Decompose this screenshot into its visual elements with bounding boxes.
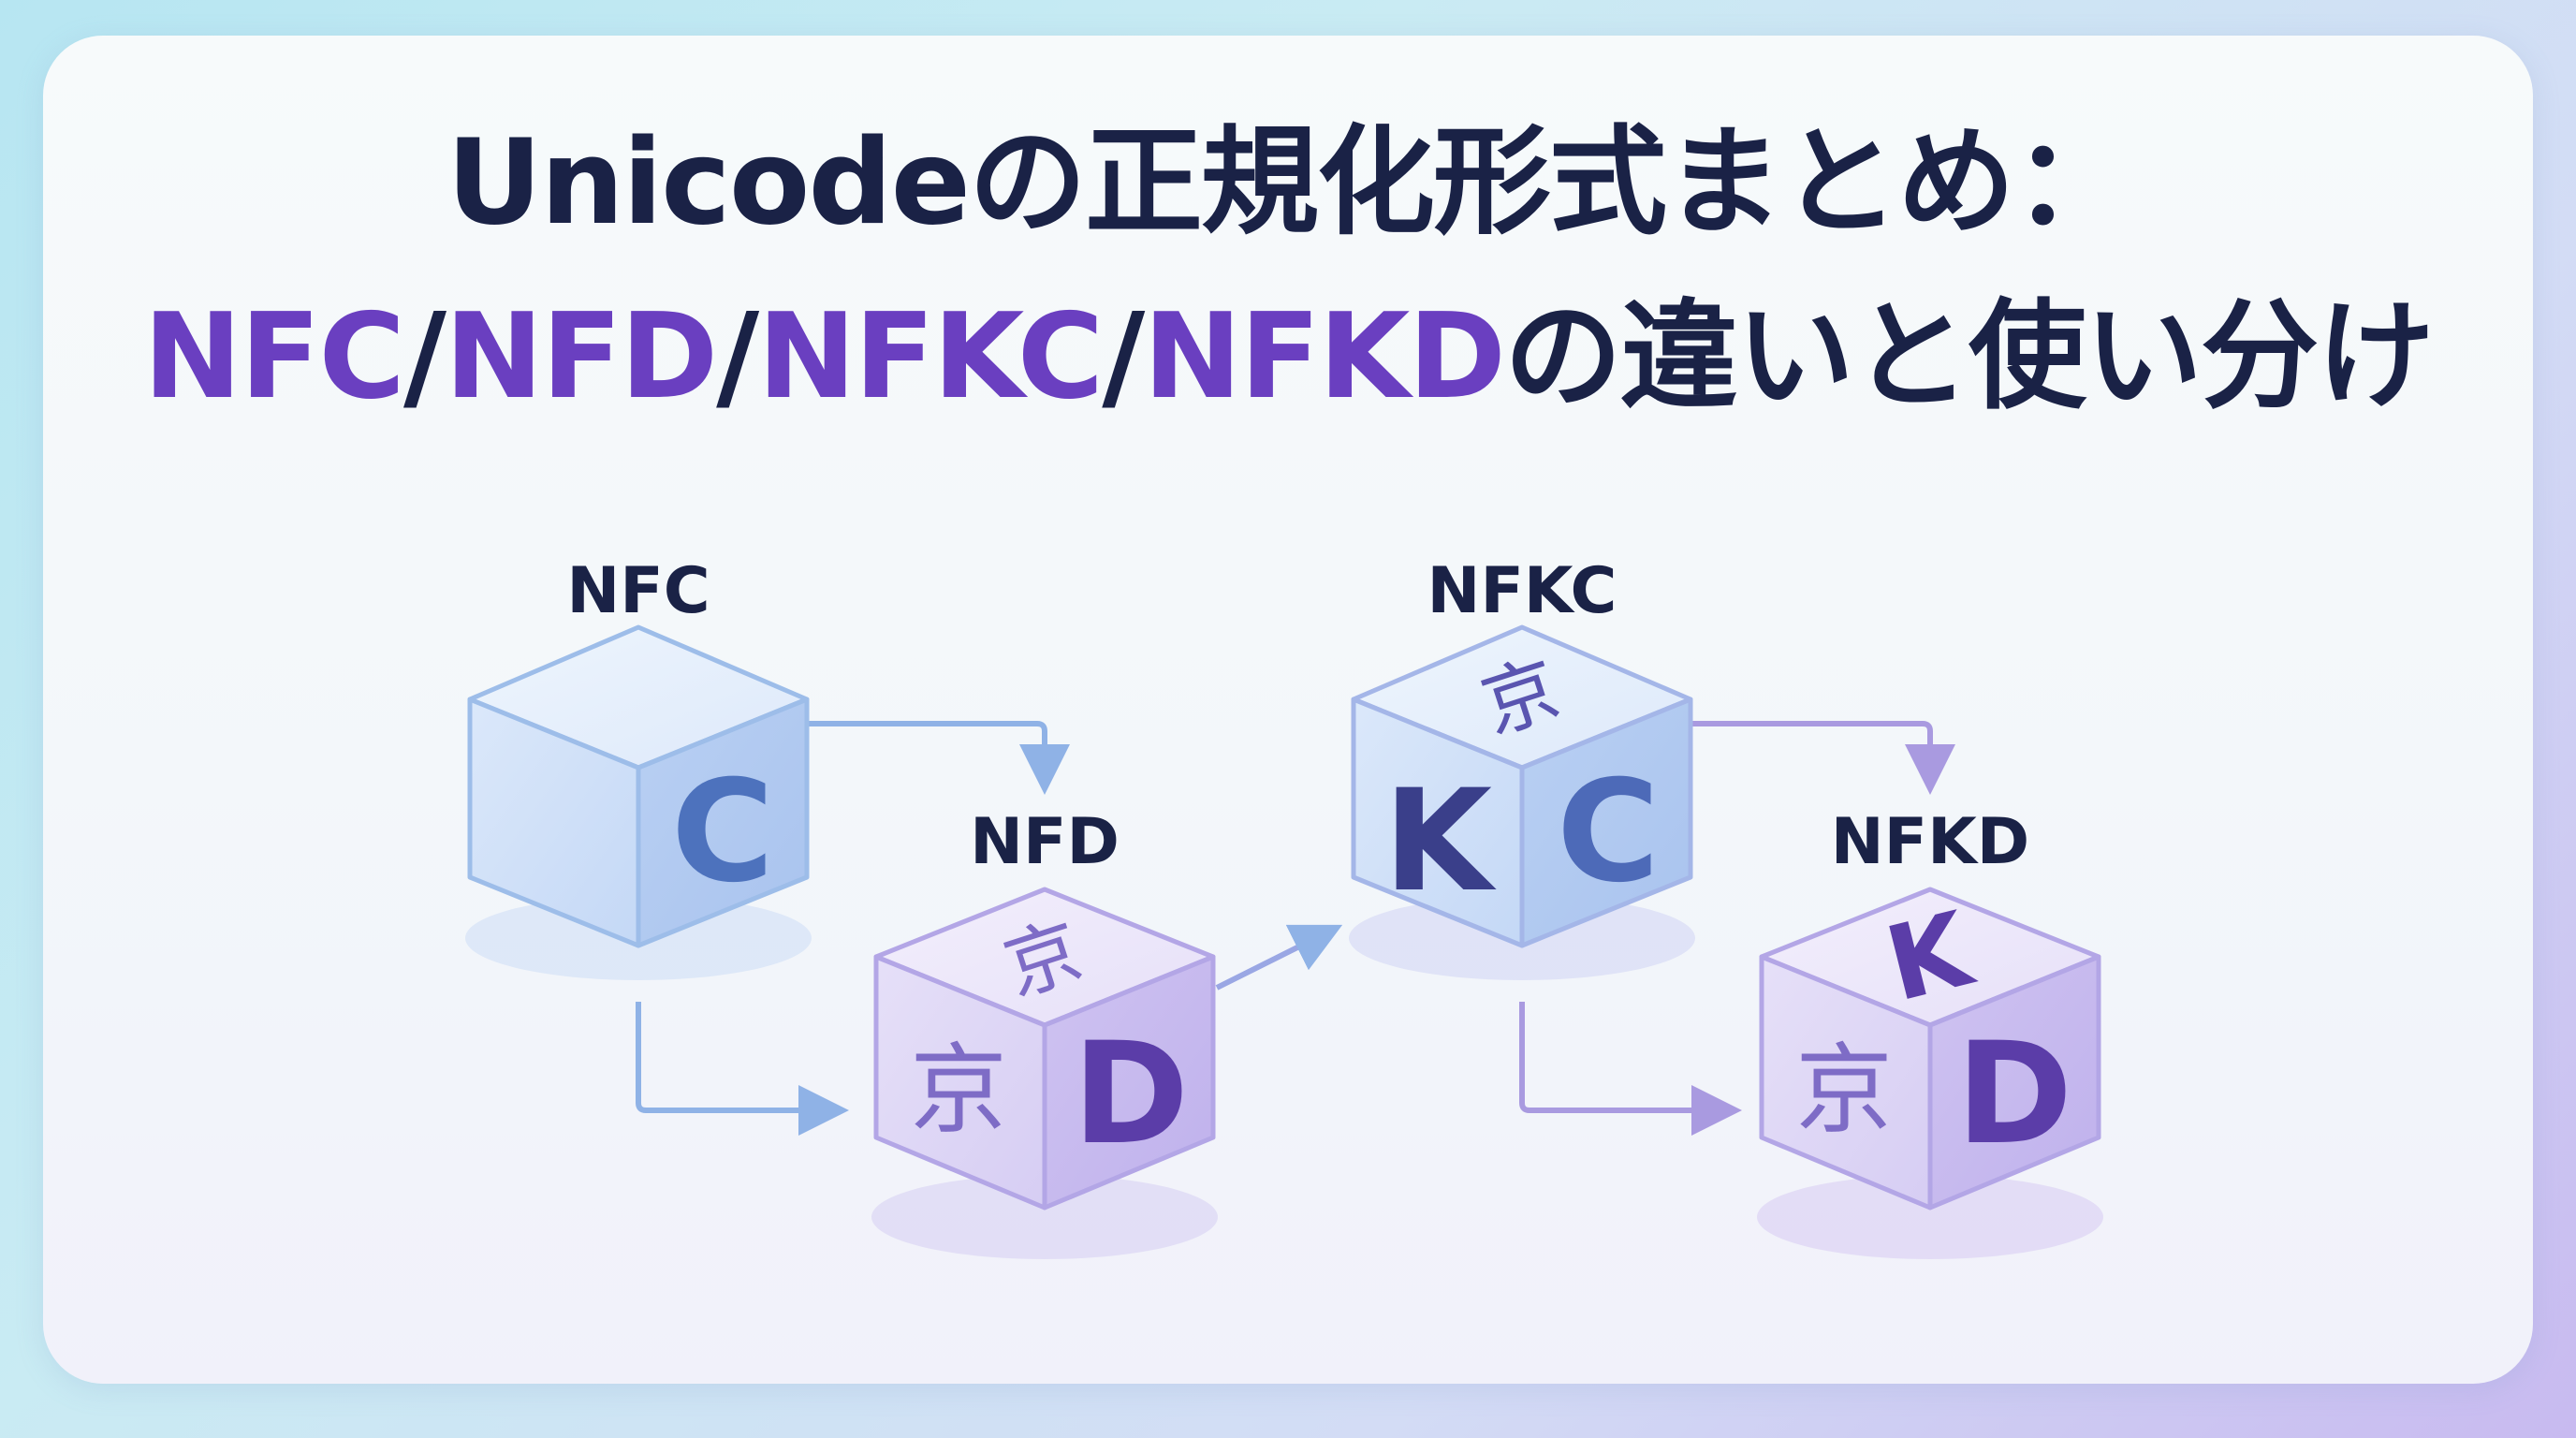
cube-glyph-d: D (1956, 1013, 2073, 1176)
cube-label-nfc: NFC (566, 554, 710, 628)
arrow-nfc-to-nfd-top (807, 721, 1070, 795)
title-form-nfc: NFC (143, 287, 405, 425)
title-form-nfkc: NFKC (757, 287, 1104, 425)
cube-face-right (1042, 954, 1216, 1211)
title-form-nfkd: NFKD (1143, 287, 1506, 425)
cube-glyph-k: K (1383, 760, 1497, 923)
card-panel (43, 36, 2533, 1384)
cube-nfkc: NFKC 京 K C (1349, 554, 1695, 980)
cube-shadow (1757, 1175, 2103, 1259)
title-separator: / (1102, 287, 1145, 425)
cube-nfd: NFD 京 京 D (871, 805, 1218, 1259)
cube-glyph-c: C (1557, 751, 1660, 914)
cube-shadow (871, 1175, 1218, 1259)
arrows (636, 721, 1955, 1136)
cube-nfc: NFC C (465, 554, 812, 980)
cube-glyph-c: C (671, 751, 774, 914)
title-separator: / (716, 287, 759, 425)
arrow-nfkc-to-nfkd-bottom (1519, 1002, 1742, 1136)
title-line-2: NFC/NFD/NFKC/NFKDの違いと使い分け (0, 298, 2576, 416)
cube-glyph-d: D (1073, 1013, 1190, 1176)
title-separator: / (403, 287, 446, 425)
cube-label-nfkc: NFKC (1427, 554, 1617, 628)
cube-glyph-kyo-front: 京 (910, 1033, 1007, 1147)
title-form-nfd: NFD (445, 287, 718, 425)
arrow-nfc-to-nfd-bottom (636, 1002, 849, 1136)
arrow-nfkc-to-nfkd-top (1690, 721, 1955, 795)
title-suffix: の違いと使い分け (1503, 287, 2435, 425)
cube-face-right (1519, 697, 1693, 948)
cube-nfkd: NFKD K 京 D (1757, 805, 2103, 1259)
arrow-nfd-to-nfkc (1215, 924, 1343, 990)
cube-label-nfd: NFD (970, 805, 1120, 879)
cube-face-right (1927, 954, 2101, 1211)
cube-face-right (636, 697, 810, 948)
title-line-1: Unicodeの正規化形式まとめ： (446, 113, 2131, 251)
cube-label-nfkd: NFKD (1831, 805, 2030, 879)
cube-glyph-kyo-front: 京 (1795, 1033, 1893, 1147)
